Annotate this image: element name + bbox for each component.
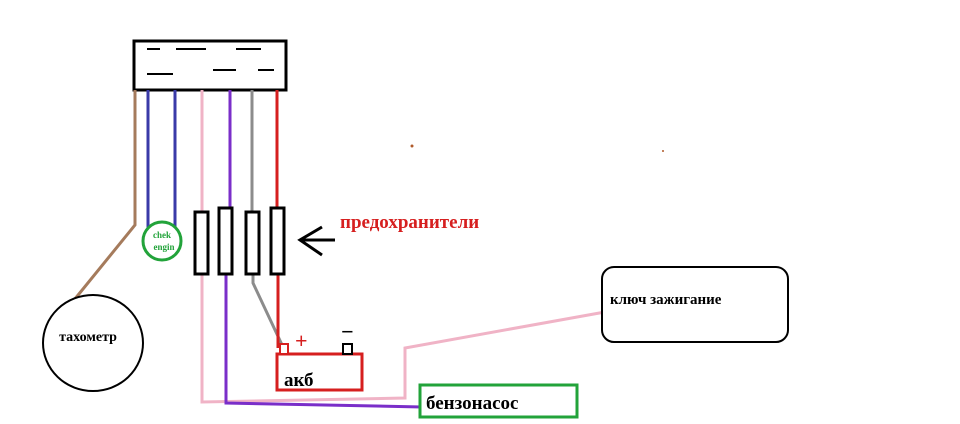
fuses-label: предохранители [340, 212, 479, 233]
fuel-pump: бензонасос [418, 383, 579, 419]
wire-red [275, 90, 280, 348]
ignition-key: ключ зажигание [601, 266, 789, 343]
tachometer: тахометр [42, 294, 144, 392]
check-engine-lamp: chek engin [141, 220, 183, 262]
wire-pink-path [200, 90, 606, 404]
fuse-3 [244, 210, 261, 276]
fuses [193, 206, 286, 276]
battery-label: акб [284, 370, 313, 391]
wire-gray [250, 90, 285, 348]
check-engine-label-1: chek [153, 230, 171, 240]
fuse-2 [217, 206, 234, 276]
tachometer-label: тахометр [59, 330, 117, 345]
arrow-to-fuses [297, 225, 335, 257]
battery-minus-terminal [342, 343, 353, 355]
fuse-4 [269, 206, 286, 276]
connector-block [132, 39, 288, 92]
wire-purple [224, 90, 423, 409]
check-engine-label-2: engin [153, 242, 174, 252]
wire-brown [68, 90, 137, 306]
stray-dot-2 [662, 150, 664, 152]
stray-dot-1 [410, 144, 414, 148]
fuel-pump-label: бензонасос [426, 393, 518, 414]
battery-plus-terminal [279, 343, 289, 355]
ignition-key-label: ключ зажигание [610, 292, 722, 308]
battery-minus-sign: − [341, 319, 354, 344]
fuse-1 [193, 210, 210, 276]
battery-plus-sign: + [295, 328, 308, 353]
battery: + − акб [275, 319, 364, 392]
connector-pins [147, 48, 274, 75]
